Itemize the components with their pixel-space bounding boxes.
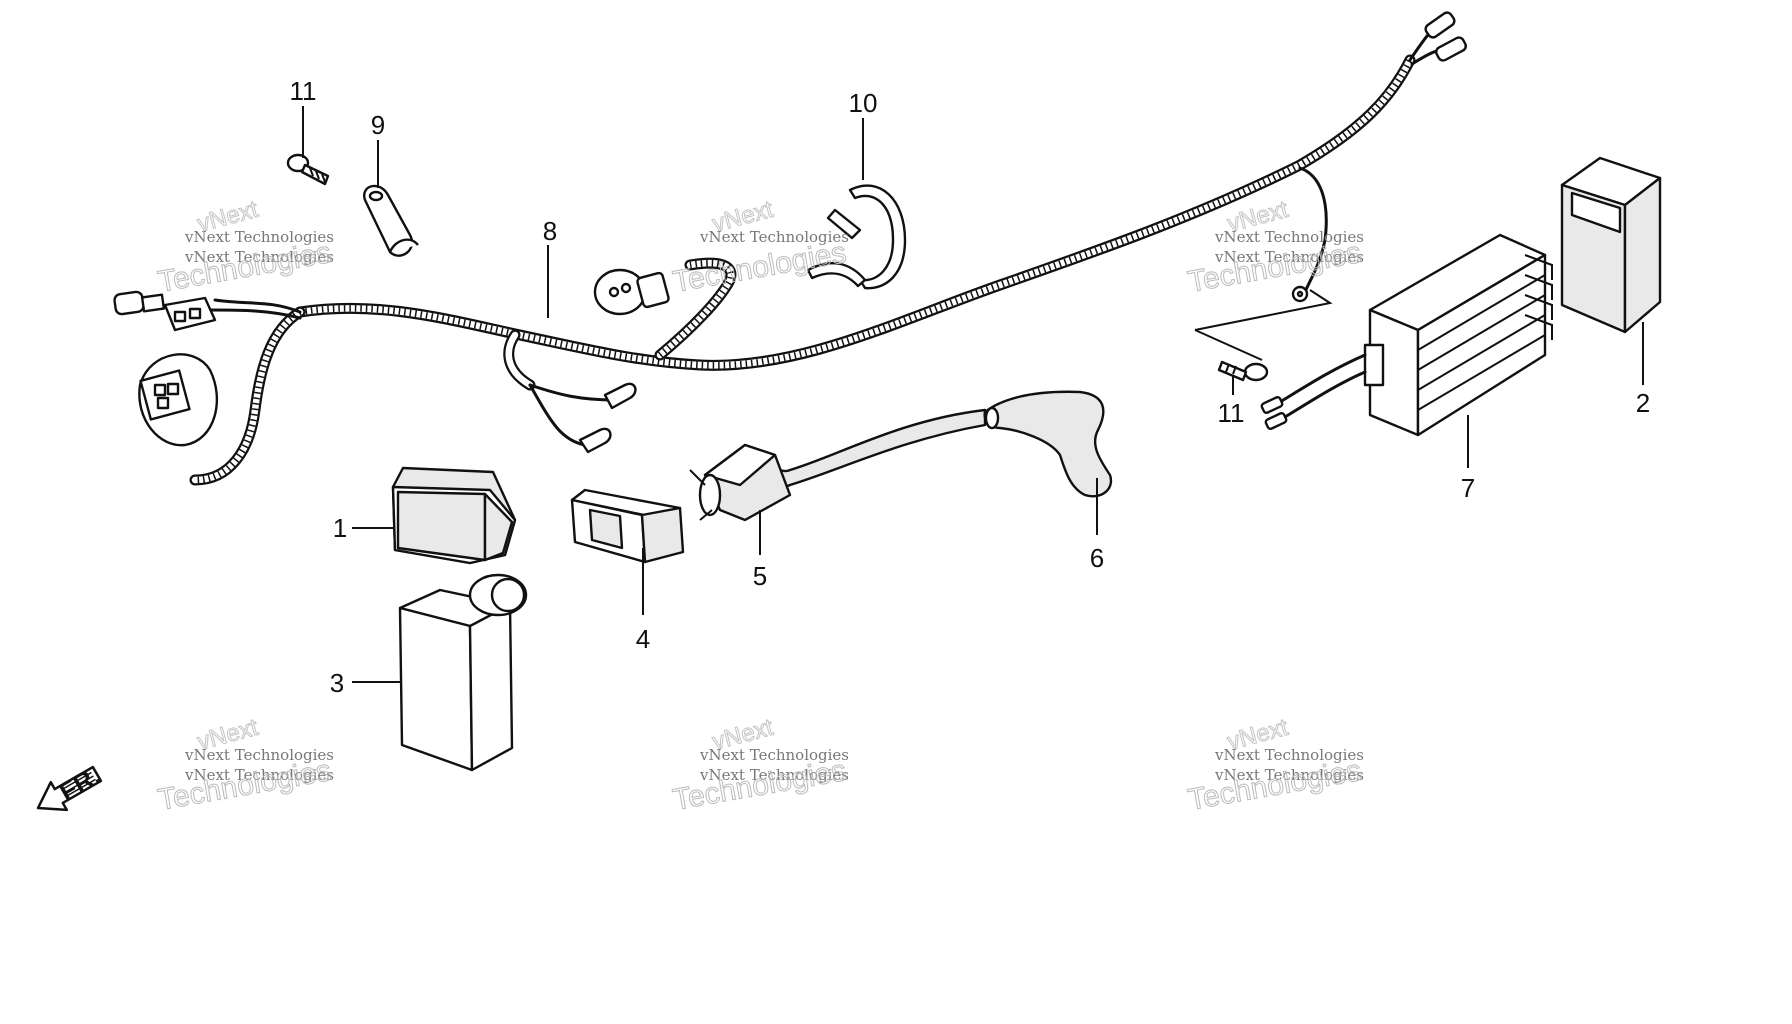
multi-pin-connector bbox=[163, 296, 217, 332]
svg-text:vNext Technologies: vNext Technologies bbox=[1214, 746, 1364, 764]
svg-text:vNext Technologies: vNext Technologies bbox=[699, 766, 849, 784]
spade-terminals bbox=[578, 382, 637, 454]
callout-1: 1 bbox=[333, 513, 347, 543]
watermark-4: vNext vNext Technologies vNext Technolog… bbox=[155, 713, 334, 817]
regulator-cover bbox=[1560, 156, 1662, 334]
callout-2: 2 bbox=[1636, 388, 1650, 418]
callout-7: 7 bbox=[1461, 473, 1475, 503]
relay-cover bbox=[391, 466, 517, 565]
watermark-1: vNext vNext Technologies vNext Technolog… bbox=[155, 195, 334, 299]
callout-11-top: 11 bbox=[290, 76, 317, 106]
callout-9: 9 bbox=[371, 110, 385, 140]
bolt-top bbox=[286, 153, 330, 186]
cdi-unit bbox=[398, 573, 528, 772]
socket-connector bbox=[138, 353, 218, 447]
callout-8: 8 bbox=[543, 216, 557, 246]
round-connector bbox=[593, 268, 670, 316]
svg-text:vNext Technologies: vNext Technologies bbox=[184, 228, 334, 246]
callout-6: 6 bbox=[1090, 543, 1104, 573]
svg-text:vNext Technologies: vNext Technologies bbox=[699, 228, 849, 246]
callout-labels: 11 9 10 8 1 3 4 5 6 11 7 2 bbox=[290, 76, 1651, 698]
front-direction-marker: FR. bbox=[36, 760, 105, 812]
callout-11-right: 11 bbox=[1218, 398, 1245, 428]
svg-text:vNext Technologies: vNext Technologies bbox=[184, 766, 334, 784]
callout-5: 5 bbox=[753, 561, 767, 591]
svg-text:vNext Technologies: vNext Technologies bbox=[1214, 766, 1364, 784]
plug-cap bbox=[983, 390, 1113, 498]
callout-10: 10 bbox=[849, 88, 878, 118]
ground-terminal bbox=[1291, 285, 1309, 303]
bullet-connector bbox=[113, 290, 166, 316]
regulator-rectifier bbox=[1260, 233, 1553, 437]
cable-clamp bbox=[363, 184, 419, 257]
bolt-right bbox=[1217, 360, 1269, 382]
end-connectors bbox=[1424, 11, 1467, 62]
band-strap bbox=[806, 184, 907, 290]
svg-text:vNext Technologies: vNext Technologies bbox=[184, 248, 334, 266]
watermark-6: vNext vNext Technologies vNext Technolog… bbox=[1185, 713, 1364, 817]
front-arrow-icon bbox=[36, 765, 103, 812]
wire-harness bbox=[189, 28, 1442, 486]
watermark-5: vNext vNext Technologies vNext Technolog… bbox=[670, 713, 849, 817]
rubber-connector bbox=[570, 488, 685, 564]
callout-4: 4 bbox=[636, 624, 650, 654]
callout-3: 3 bbox=[330, 668, 344, 698]
leader-lines bbox=[302, 106, 1644, 683]
svg-text:vNext Technologies: vNext Technologies bbox=[184, 746, 334, 764]
ground-leader bbox=[1194, 289, 1333, 361]
svg-text:vNext Technologies: vNext Technologies bbox=[699, 746, 849, 764]
svg-text:vNext Technologies: vNext Technologies bbox=[1214, 248, 1364, 266]
svg-text:vNext Technologies: vNext Technologies bbox=[1214, 228, 1364, 246]
ignition-coil bbox=[689, 408, 987, 522]
watermark-2: vNext vNext Technologies Technologies bbox=[670, 195, 849, 299]
